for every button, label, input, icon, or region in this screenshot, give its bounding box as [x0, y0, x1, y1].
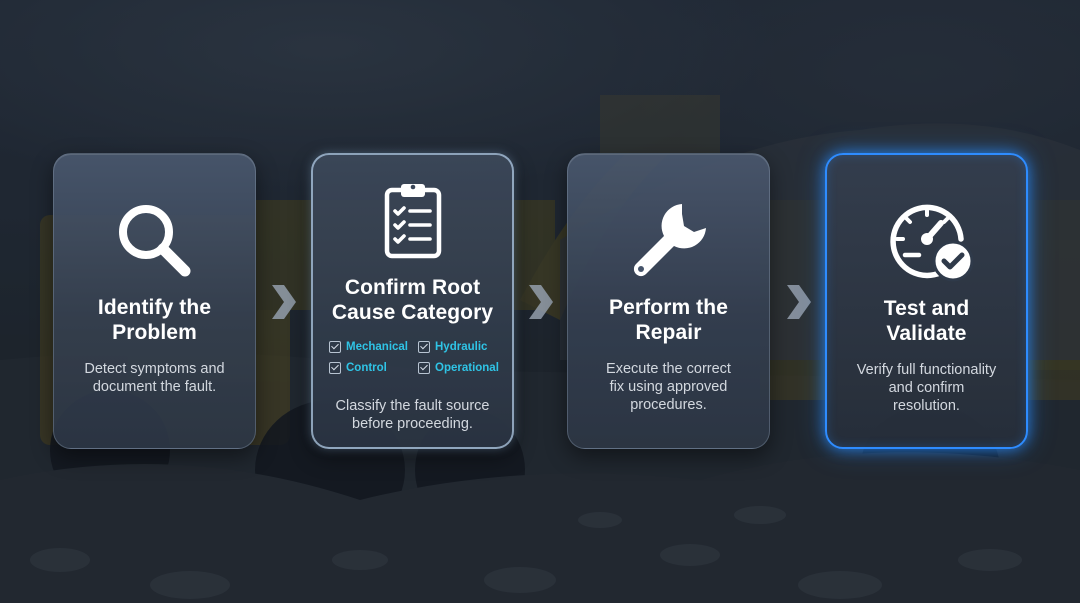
- step-title: Perform the Repair: [609, 296, 728, 344]
- magnifier-icon: [110, 196, 200, 291]
- checkbox-icon: [329, 362, 341, 374]
- category-item: Control: [329, 362, 418, 374]
- gauge-check-icon: [885, 197, 977, 288]
- chevron-right-icon: [525, 283, 555, 326]
- step-description: Verify full functionality and confirm re…: [856, 362, 997, 414]
- checkbox-icon: [418, 341, 430, 353]
- step-card-repair: Perform the Repair Execute the correct f…: [567, 153, 770, 449]
- wrench-icon: [624, 196, 714, 291]
- checkbox-icon: [418, 362, 430, 374]
- chevron-right-icon: [783, 283, 813, 326]
- category-item: Hydraulic: [418, 341, 506, 353]
- category-item: Mechanical: [329, 341, 418, 353]
- step-description: Detect symptoms and document the fault.: [84, 361, 225, 395]
- step-card-identify: Identify the Problem Detect symptoms and…: [53, 153, 256, 449]
- step-title: Test and Validate: [883, 297, 970, 345]
- checkbox-icon: [329, 341, 341, 353]
- category-item: Operational: [418, 362, 506, 374]
- category-checklist: Mechanical Hydraulic Control Operational: [329, 341, 504, 374]
- step-card-validate: Test and Validate Verify full functional…: [825, 153, 1028, 449]
- step-description: Execute the correct fix using approved p…: [606, 361, 731, 413]
- chevron-right-icon: [268, 283, 298, 326]
- step-title: Identify the Problem: [97, 296, 212, 344]
- step-description: Classify the fault source before proceed…: [335, 398, 490, 432]
- step-card-confirm: Confirm Root Cause Category Mechanical H…: [311, 153, 514, 449]
- step-title: Confirm Root Cause Category: [331, 276, 494, 324]
- clipboard-checklist-icon: [383, 181, 443, 264]
